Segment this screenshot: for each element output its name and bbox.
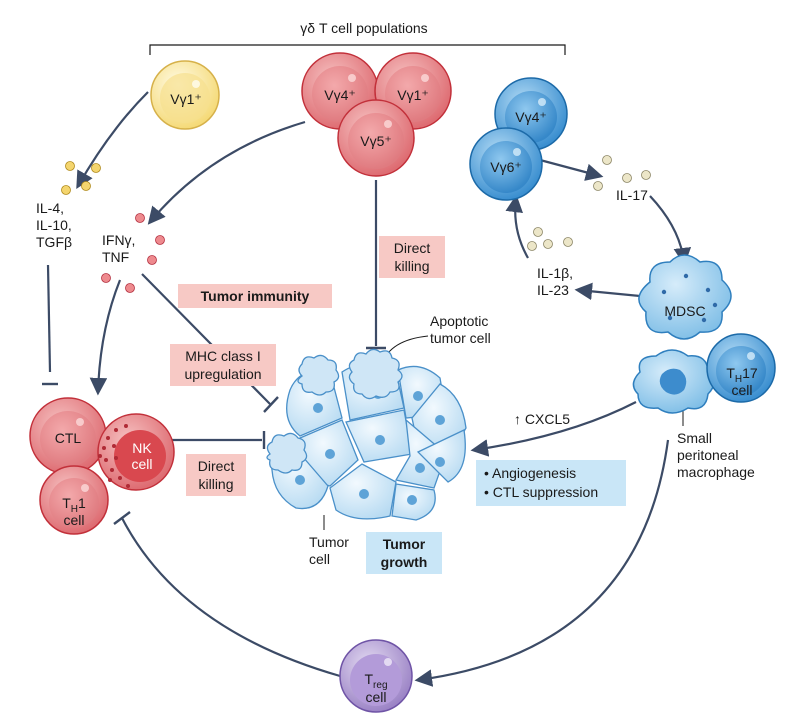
- svg-text:cell: cell: [365, 689, 386, 705]
- label-apoptotic: Apoptotic: [430, 313, 488, 329]
- inhibit-treg-to-th1: [121, 517, 341, 678]
- cell-vg5-red: Vγ5⁺: [337, 99, 415, 177]
- svg-text:Vγ4⁺: Vγ4⁺: [515, 109, 547, 125]
- cell-small-peritoneal-macrophage: [632, 349, 715, 414]
- svg-text:cell: cell: [131, 456, 152, 472]
- inhibit-il4-to-ctl: [46, 264, 52, 373]
- svg-text:Tumor: Tumor: [383, 536, 426, 552]
- cell-treg: Treg cell: [339, 639, 413, 713]
- box-direct-killing-left: Direct killing: [186, 454, 246, 496]
- tumor-mass: [266, 348, 467, 521]
- title-bracket: [149, 44, 566, 55]
- label-peritoneal: peritoneal: [677, 447, 739, 463]
- cell-nk: NK cell: [97, 413, 175, 491]
- cell-vg6-blue: Vγ6⁺: [469, 127, 543, 201]
- cell-th1: TH1 cell: [39, 465, 109, 535]
- box-direct-killing-top: Direct killing: [379, 236, 445, 278]
- apoptotic-tumor-cell: [266, 348, 403, 474]
- arrow-il17-to-mdsc: [649, 195, 692, 266]
- svg-text:MHC class I: MHC class I: [185, 348, 260, 364]
- arrow-vg6-to-il17: [539, 158, 604, 181]
- svg-text:MDSC: MDSC: [664, 303, 705, 319]
- label-tumor: Tumor: [309, 534, 349, 550]
- label-il17: IL-17: [616, 187, 648, 203]
- arrow-vg1-to-il4: [76, 91, 149, 190]
- diagram-title: γδ T cell populations: [300, 20, 427, 36]
- svg-text:Direct: Direct: [394, 240, 431, 256]
- arrow-macrophage-to-tumor: [470, 401, 637, 457]
- svg-text:CTL: CTL: [55, 430, 82, 446]
- cell-th17: TH17 cell: [706, 333, 776, 403]
- cytokine-dots-il1: [527, 227, 573, 251]
- arrow-mdsc-to-il1: [574, 282, 641, 301]
- connector-lines: [42, 91, 692, 687]
- svg-text:NK: NK: [132, 440, 152, 456]
- svg-text:Vγ5⁺: Vγ5⁺: [360, 133, 392, 149]
- box-mhc-upregulation: MHC class I upregulation: [170, 344, 276, 386]
- cell-mdsc: MDSC: [638, 254, 732, 340]
- label-cxcl5: ↑ CXCL5: [514, 411, 570, 427]
- svg-text:cell: cell: [731, 382, 752, 398]
- arrow-macrophage-to-treg: [414, 439, 670, 687]
- label-il10: IL-10,: [36, 217, 72, 233]
- svg-text:Vγ4⁺: Vγ4⁺: [324, 87, 356, 103]
- svg-text:cell: cell: [63, 512, 84, 528]
- arrow-vg4-to-ifng: [147, 120, 306, 225]
- box-tumor-immunity: Tumor immunity: [178, 284, 332, 308]
- cytokine-dots-yellow: [61, 161, 101, 195]
- arrow-ifng-to-ctl: [89, 279, 122, 396]
- svg-text:Direct: Direct: [198, 458, 235, 474]
- cytokine-dots-il17: [593, 155, 651, 191]
- cell-vg1-yellow: Vγ1⁺: [150, 60, 220, 130]
- svg-text:growth: growth: [381, 554, 428, 570]
- svg-text:Treg: Treg: [364, 671, 387, 691]
- svg-text:TH17: TH17: [726, 365, 758, 385]
- svg-text:killing: killing: [198, 476, 233, 492]
- label-tumor-cell: cell: [309, 551, 330, 567]
- label-il1b: IL-1β,: [537, 265, 573, 281]
- box-tumor-growth: Tumor growth: [366, 532, 442, 574]
- cell-ctl: CTL: [29, 397, 107, 475]
- svg-text:Vγ1⁺: Vγ1⁺: [170, 91, 202, 107]
- arrow-il1-to-vg6: [505, 194, 529, 259]
- label-il23: IL-23: [537, 282, 569, 298]
- svg-text:• Angiogenesis: • Angiogenesis: [484, 465, 576, 481]
- label-tgfb: TGFβ: [36, 234, 72, 250]
- label-small: Small: [677, 430, 712, 446]
- svg-text:TH1: TH1: [62, 495, 86, 515]
- svg-text:Tumor immunity: Tumor immunity: [201, 288, 310, 304]
- box-angiogenesis: • Angiogenesis • CTL suppression: [476, 460, 626, 506]
- label-il4: IL-4,: [36, 200, 64, 216]
- label-apoptotic-tumor-cell: tumor cell: [430, 330, 491, 346]
- label-macrophage: macrophage: [677, 464, 755, 480]
- cytokine-dots-red: [101, 213, 165, 293]
- label-tnf: TNF: [102, 249, 129, 265]
- svg-text:• CTL suppression: • CTL suppression: [484, 484, 598, 500]
- svg-text:upregulation: upregulation: [184, 366, 261, 382]
- svg-text:killing: killing: [394, 258, 429, 274]
- svg-text:Vγ6⁺: Vγ6⁺: [490, 159, 522, 175]
- svg-text:Vγ1⁺: Vγ1⁺: [397, 87, 429, 103]
- label-ifng: IFNγ,: [102, 232, 135, 248]
